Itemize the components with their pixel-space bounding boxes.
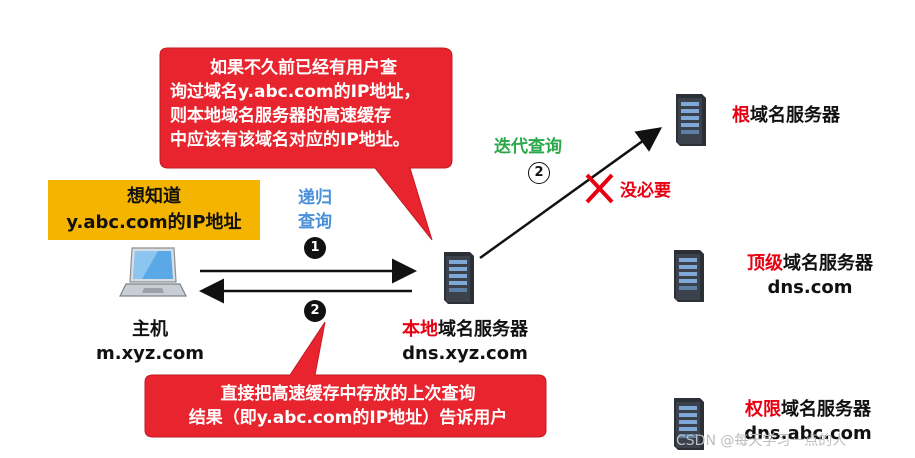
step-1-badge: 1: [304, 237, 326, 259]
step-2-badge-iterative: 2: [528, 162, 550, 184]
recursive-line-1: 递归: [298, 188, 332, 208]
root-server-label: 根域名服务器: [732, 104, 840, 128]
bottom-callout-line-2: 结果（即y.abc.com的IP地址）告诉用户: [188, 408, 508, 428]
auth-server-suffix: 域名服务器: [781, 399, 871, 420]
tld-server-label: 顶级域名服务器 dns.com: [730, 252, 890, 300]
auth-server-domain: dns.abc.com: [744, 423, 872, 444]
root-server-prefix: 根: [732, 105, 750, 126]
want-to-know-line-2: y.abc.com的IP地址: [66, 212, 242, 233]
tld-server-domain: dns.com: [767, 277, 853, 298]
host-label-domain: m.xyz.com: [95, 343, 205, 364]
bottom-callout-line-1: 直接把高速缓存中存放的上次查询: [220, 384, 476, 404]
recursive-query-label: 递归 查询: [290, 186, 340, 234]
local-server-icon: [444, 252, 474, 304]
recursive-line-2: 查询: [298, 212, 332, 232]
top-callout-line-3: 则本地域名服务器的高速缓存: [170, 106, 391, 126]
laptop-icon: [119, 247, 187, 297]
top-callout-text: 如果不久前已经有用户查 询过域名y.abc.com的IP地址， 则本地域名服务器…: [170, 56, 450, 152]
csdn-watermark: CSDN @每天学习一点的人: [676, 433, 847, 449]
local-server-title: 本地域名服务器: [380, 318, 550, 342]
tld-server-icon: [674, 250, 704, 302]
iterative-query-label: 迭代查询: [494, 137, 562, 157]
arrow-local-to-root: [479, 127, 663, 260]
auth-server-title: 权限域名服务器: [728, 398, 888, 422]
tld-server-suffix: 域名服务器: [783, 253, 873, 274]
host-label: 主机 m.xyz.com: [80, 318, 220, 366]
root-server-icon: [676, 94, 706, 146]
not-needed-label: 没必要: [620, 181, 671, 201]
red-x-icon: [585, 173, 614, 204]
bottom-callout-text: 直接把高速缓存中存放的上次查询 结果（即y.abc.com的IP地址）告诉用户: [150, 382, 546, 430]
top-callout-line-1: 如果不久前已经有用户查: [210, 58, 397, 78]
top-callout-line-2: 询过域名y.abc.com的IP地址，: [170, 82, 421, 102]
want-to-know-box: 想知道 y.abc.com的IP地址: [48, 180, 260, 240]
local-server-label: 本地域名服务器 dns.xyz.com: [380, 318, 550, 366]
step-2-badge-host: 2: [304, 300, 326, 322]
tld-server-title: 顶级域名服务器: [730, 252, 890, 276]
local-server-suffix: 域名服务器: [438, 319, 528, 340]
local-server-domain: dns.xyz.com: [402, 343, 528, 364]
tld-server-prefix: 顶级: [747, 253, 783, 274]
auth-server-label: 权限域名服务器 dns.abc.com: [728, 398, 888, 446]
host-label-name: 主机: [132, 319, 168, 340]
root-server-suffix: 域名服务器: [750, 105, 840, 126]
local-server-prefix: 本地: [402, 319, 438, 340]
auth-server-icon: [674, 398, 704, 450]
want-to-know-line-1: 想知道: [127, 186, 181, 207]
auth-server-prefix: 权限: [745, 399, 781, 420]
top-callout-line-4: 中应该有该域名对应的IP地址。: [170, 130, 410, 150]
